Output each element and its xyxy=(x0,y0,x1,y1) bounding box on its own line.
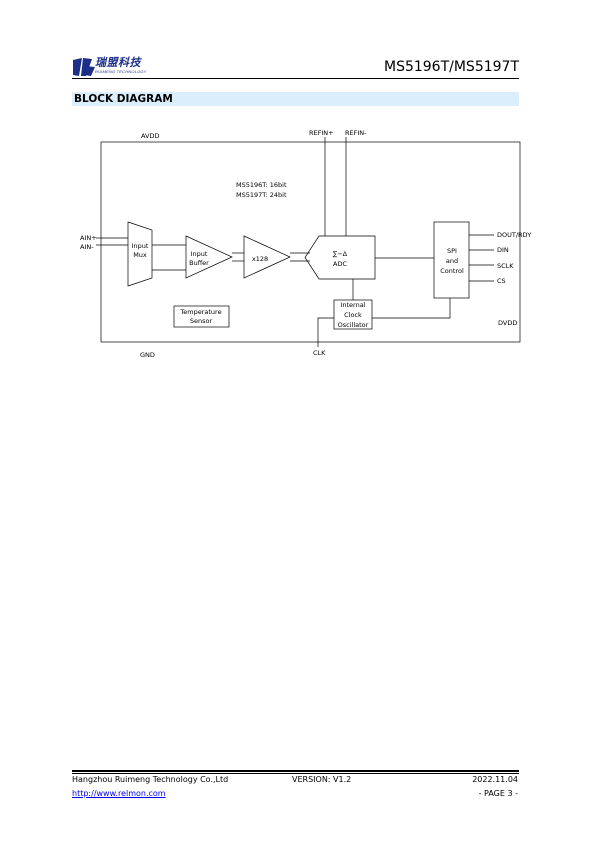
temp-label-line2: Sensor xyxy=(190,317,213,325)
footer-divider-thin xyxy=(72,773,519,774)
spi-label-line3: Control xyxy=(440,267,464,275)
footer-page-number: - PAGE 3 - xyxy=(478,789,518,798)
gain-label: x128 xyxy=(252,255,268,263)
logo-english-text: RUIMENG TECHNOLOGY xyxy=(95,69,147,74)
oscillator-block xyxy=(333,299,373,330)
logo-chinese-text: 瑞盟科技 xyxy=(95,56,141,69)
osc-label-line2: Clock xyxy=(344,311,362,319)
resolution-note-16bit: MS5196T: 16bit xyxy=(236,181,287,189)
input-mux-label-line1: Input xyxy=(132,242,149,250)
ain-minus-label: AIN- xyxy=(80,243,94,251)
pin-sclk-label: SCLK xyxy=(497,262,514,270)
document-title: MS5196T/MS5197T xyxy=(383,59,519,75)
temp-label-line1: Temperature xyxy=(179,308,221,316)
footer-divider-thick xyxy=(72,770,519,772)
adc-block xyxy=(304,235,376,280)
input-buffer-label-line1: Input xyxy=(191,250,208,258)
chip-outline xyxy=(100,141,521,343)
gain-block xyxy=(243,235,291,279)
gnd-label: GND xyxy=(140,351,155,359)
section-title: BLOCK DIAGRAM xyxy=(74,93,173,105)
header-divider xyxy=(72,78,519,79)
dvdd-label: DVDD xyxy=(498,319,517,327)
footer-date: 2022.11.04 xyxy=(472,775,518,784)
input-mux-block xyxy=(127,221,153,287)
resolution-note-24bit: MS5197T: 24bit xyxy=(236,191,287,199)
ain-plus-label: AIN+ xyxy=(80,234,97,242)
input-buffer-block xyxy=(185,235,233,279)
osc-label-line3: Oscillator xyxy=(338,321,369,329)
spi-control-block xyxy=(433,221,470,299)
input-buffer-label-line2: Buffer xyxy=(189,259,209,267)
temperature-sensor-block xyxy=(173,305,230,328)
pin-cs-label: CS xyxy=(497,277,506,285)
footer-company: Hangzhou Ruimeng Technology Co.,Ltd xyxy=(72,775,229,784)
section-heading-bar: BLOCK DIAGRAM xyxy=(72,92,519,106)
company-logo xyxy=(72,56,152,78)
logo-mark-icon xyxy=(73,58,95,76)
refin-minus-label: REFIN- xyxy=(345,129,367,137)
refin-plus-label: REFIN+ xyxy=(309,129,334,137)
avdd-label: AVDD xyxy=(141,132,160,140)
input-mux-label-line2: Mux xyxy=(133,251,147,259)
clk-label: CLK xyxy=(313,349,326,357)
spi-label-line2: and xyxy=(446,257,458,265)
pin-din-label: DIN xyxy=(497,246,509,254)
footer-version: VERSION: V1.2 xyxy=(292,775,352,784)
osc-label-line1: Internal xyxy=(340,301,365,309)
spi-label-line1: SPI xyxy=(447,247,457,255)
pin-dout-rdy-label: DOUT/RDY xyxy=(497,231,531,239)
footer-website-link[interactable]: http://www.relmon.com xyxy=(72,789,166,798)
adc-label-line1: ∑−Δ xyxy=(333,250,348,258)
adc-label-line2: ADC xyxy=(333,260,347,268)
